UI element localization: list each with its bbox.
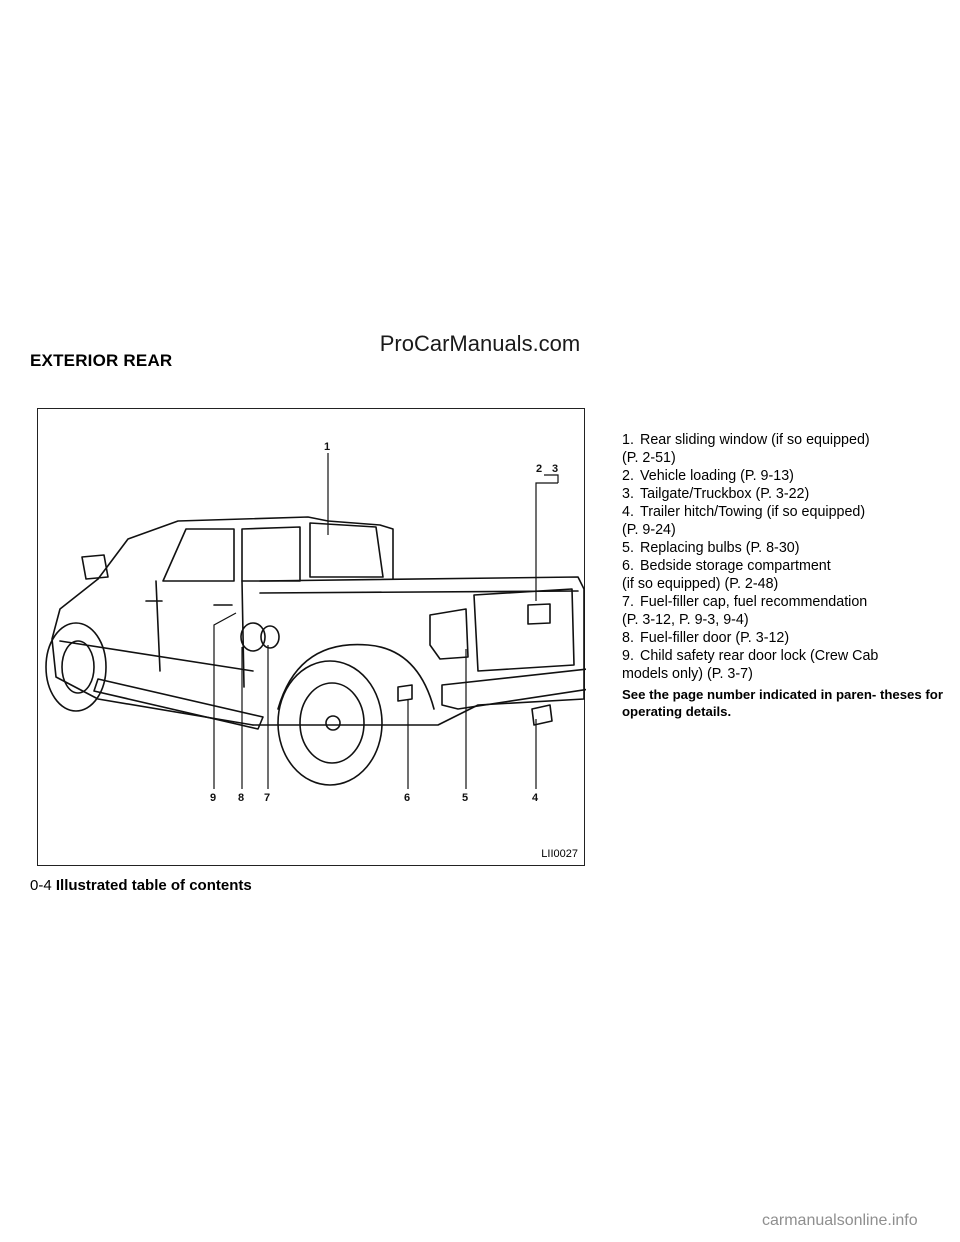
item-text: Replacing bulbs (P. 8-30) <box>640 540 800 556</box>
item-number: 8. <box>622 630 634 646</box>
item-number: 2. <box>622 468 634 484</box>
item-text: Bedside storage compartment <box>640 558 831 574</box>
item-continuation: (P. 3-12, P. 9-3, 9-4) <box>622 612 749 628</box>
list-item: 1. Rear sliding window (if so equipped) (… <box>622 431 952 467</box>
list-item: 3. Tailgate/Truckbox (P. 3-22) <box>622 485 952 503</box>
footer-title: Illustrated table of contents <box>55 877 252 894</box>
callout-9: 9 <box>210 792 216 804</box>
rear-door <box>241 580 245 688</box>
item-text: Fuel-filler door (P. 3-12) <box>640 630 790 646</box>
item-number: 9. <box>622 648 634 664</box>
list-item: 2. Vehicle loading (P. 9-13) <box>622 467 952 485</box>
fuel-filler-door <box>240 622 266 652</box>
watermark-procarmanuals: ProCarManuals.com <box>379 331 581 356</box>
list-item: 5. Replacing bulbs (P. 8-30) <box>622 539 952 557</box>
license-plate <box>527 603 551 625</box>
operating-details-note: See the page number indicated in paren- … <box>622 687 943 719</box>
item-continuation: (P. 9-24) <box>622 522 676 538</box>
tailgate <box>473 588 575 672</box>
callout-5: 5 <box>462 792 468 804</box>
item-text: Fuel-filler cap, fuel recommendation <box>640 594 868 610</box>
rear-sliding-window <box>309 522 384 578</box>
item-text: Trailer hitch/Towing (if so equipped) <box>640 504 866 520</box>
callout-8: 8 <box>238 792 244 804</box>
item-number: 5. <box>622 540 634 556</box>
tail-light <box>429 608 469 660</box>
list-item: 6. Bedside storage compartment (if so equ… <box>622 557 952 593</box>
callout-7: 7 <box>264 792 270 804</box>
item-continuation: (if so equipped) (P. 2-48) <box>622 576 779 592</box>
callout-6: 6 <box>404 792 410 804</box>
item-number: 7. <box>622 594 634 610</box>
section-title: EXTERIOR REAR <box>30 351 173 370</box>
item-text: Tailgate/Truckbox (P. 3-22) <box>640 486 810 502</box>
list-item: 8. Fuel-filler door (P. 3-12) <box>622 629 952 647</box>
callout-4: 4 <box>532 792 539 804</box>
item-number: 4. <box>622 504 634 520</box>
fuel-filler-cap <box>260 625 280 649</box>
rear-bumper <box>441 668 586 710</box>
cab-window <box>162 528 235 582</box>
truck-illustration: 1 2 3 4 5 6 7 8 9 LII0027 <box>37 408 586 866</box>
list-item: 4.Trailer hitch/Towing (if so equipped) … <box>622 503 952 539</box>
hitch <box>531 704 553 726</box>
callout-1: 1 <box>324 441 330 453</box>
page-number: 0-4 <box>30 877 52 894</box>
item-number: 6. <box>622 558 634 574</box>
truck-drawing: 1 2 3 4 5 6 7 8 9 <box>45 441 586 804</box>
item-continuation: models only) (P. 3-7) <box>622 666 753 682</box>
bedside-storage <box>397 684 413 702</box>
rear-door-window <box>241 526 301 582</box>
callout-2: 2 <box>536 463 542 475</box>
front-door <box>155 580 161 672</box>
front-wheel <box>45 622 107 712</box>
watermark-carmanualsonline: carmanualsonline.info <box>762 1212 918 1229</box>
truck-bed <box>252 576 585 726</box>
item-number: 1. <box>622 432 634 448</box>
front-body <box>51 578 254 726</box>
item-continuation: (P. 2-51) <box>622 450 676 466</box>
running-board <box>93 678 264 730</box>
callout-3: 3 <box>552 463 558 475</box>
side-mirror <box>81 554 109 580</box>
callout-list: 1. Rear sliding window (if so equipped) (… <box>622 431 952 720</box>
item-text: Child safety rear door lock (Crew Cab <box>640 648 879 664</box>
list-item: 9.Child safety rear door lock (Crew Cab … <box>622 647 952 683</box>
item-text: Vehicle loading (P. 9-13) <box>640 468 794 484</box>
list-item: 7. Fuel-filler cap, fuel recommendation (… <box>622 593 952 629</box>
rear-wheel <box>277 660 383 786</box>
figure-code: LII0027 <box>541 848 578 860</box>
item-text: Rear sliding window (if so equipped) <box>640 432 870 448</box>
page-footer: 0-4 Illustrated table of contents <box>30 877 252 894</box>
item-number: 3. <box>622 486 634 502</box>
cab-outline <box>97 516 394 580</box>
